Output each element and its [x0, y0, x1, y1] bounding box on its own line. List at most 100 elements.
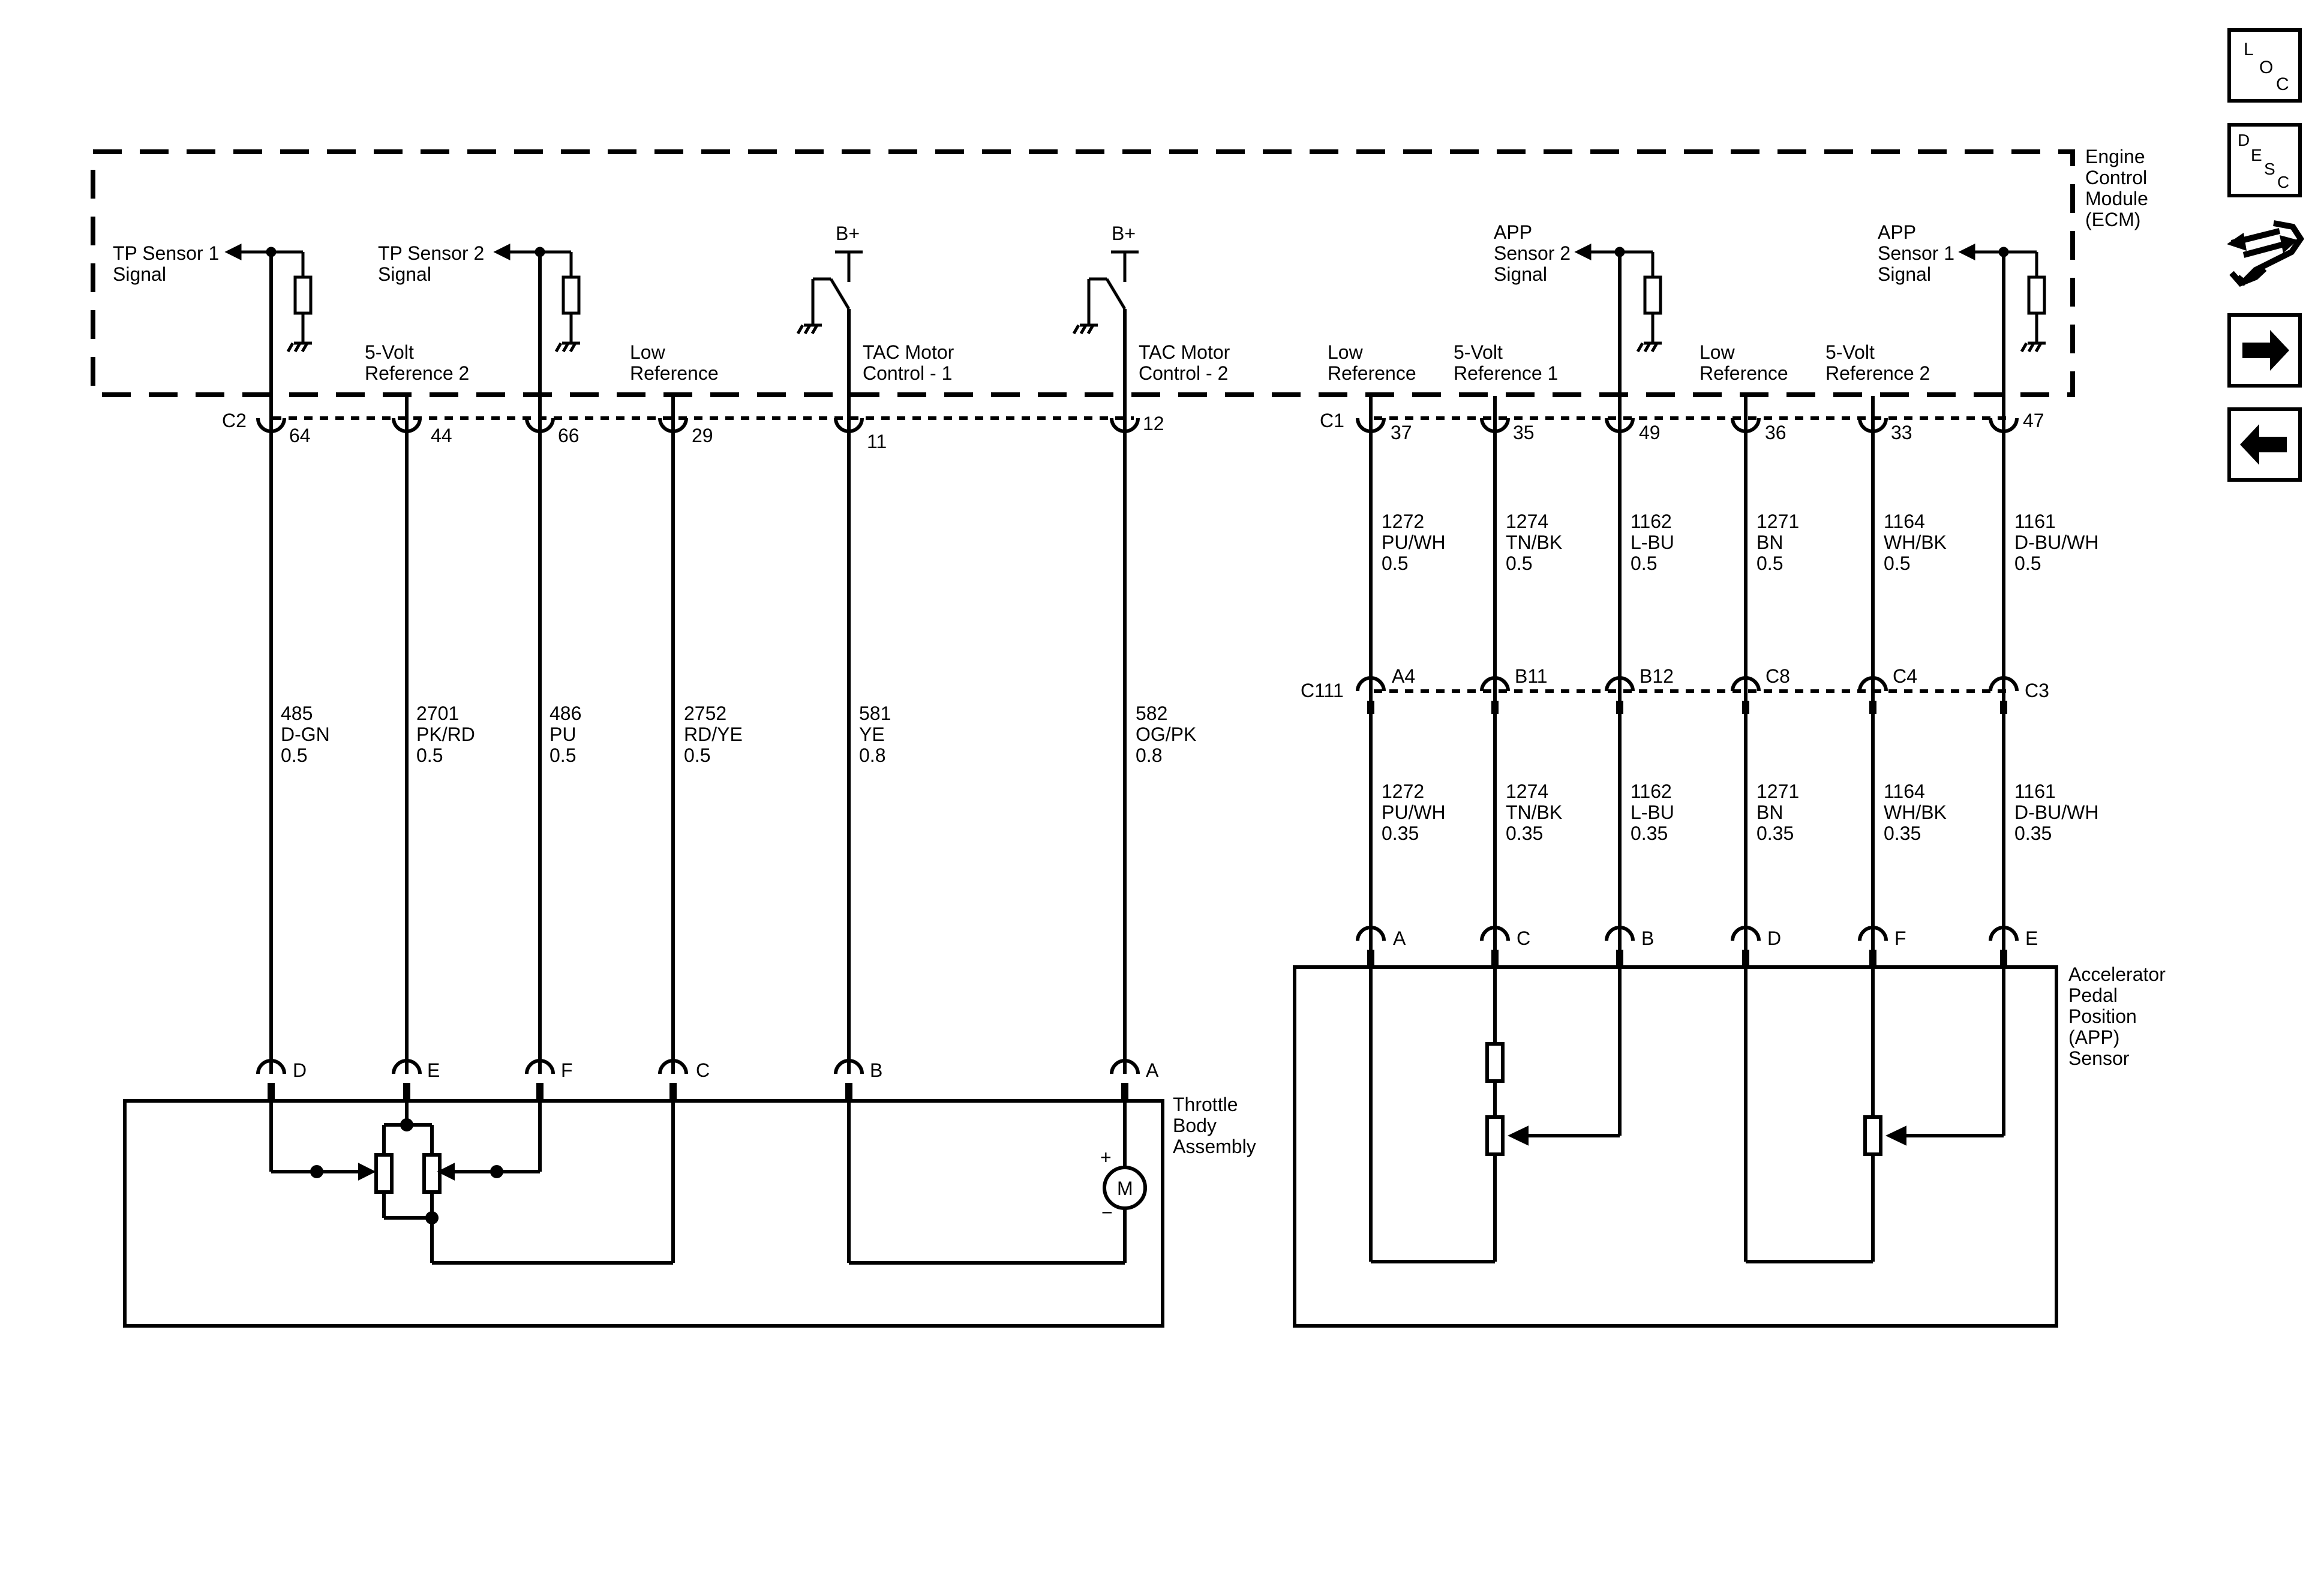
l1164-num: 1164: [1884, 781, 1925, 802]
c485-num: 485: [281, 703, 313, 724]
low-func-1: Low: [630, 341, 666, 363]
c2701-gauge: 0.5: [416, 745, 443, 766]
c582-gauge: 0.8: [1136, 745, 1162, 766]
app2-func-3: Signal: [1494, 263, 1547, 285]
loc-l: L: [2244, 40, 2254, 59]
ecm-internal-tac: [796, 250, 1139, 335]
app-pin-f: F: [1894, 927, 1906, 949]
left-circuit-labels: 485 D-GN 0.5 2701 PK/RD 0.5 486 PU 0.5 2…: [281, 703, 1196, 766]
bplus-label-1: B+: [836, 223, 860, 244]
c2752-num: 2752: [684, 703, 726, 724]
previous-button[interactable]: [2227, 407, 2302, 482]
tb-pin-c: C: [696, 1059, 710, 1081]
pin-35: 35: [1513, 422, 1535, 443]
bplus-label-2: B+: [1112, 223, 1136, 244]
right-func-labels: Low Reference 5-Volt Reference 1 APP Sen…: [1328, 221, 1954, 384]
motor-m-label: M: [1117, 1178, 1133, 1199]
right-wires: [1369, 252, 2005, 966]
tb-pin-a: A: [1146, 1059, 1159, 1081]
l1162-num: 1162: [1631, 781, 1672, 802]
app-label-4: (APP): [2068, 1026, 2119, 1048]
ecm-pin-numbers: 64 44 66 29 11 12 37 35 49 36 33 47: [289, 410, 2044, 452]
throttle-pin-symbols: [256, 1059, 1140, 1101]
desc-button[interactable]: D E S C: [2227, 123, 2302, 197]
tac1-func-1: TAC Motor: [863, 341, 954, 363]
u1274-color: TN/BK: [1506, 532, 1562, 553]
app1-func-3: Signal: [1878, 263, 1931, 285]
tac1-func-2: Control - 1: [863, 362, 952, 384]
tp1-func-2: Signal: [113, 263, 166, 285]
c581-color: YE: [859, 724, 885, 745]
l1164-color: WH/BK: [1884, 801, 1947, 823]
tac2-func-1: TAC Motor: [1139, 341, 1230, 363]
tb-pin-b: B: [870, 1059, 882, 1081]
ref1-func-2: Reference 1: [1454, 362, 1558, 384]
app-pin-b: B: [1641, 927, 1654, 949]
right-upper-circuit-labels: 1272 PU/WH 0.5 1274 TN/BK 0.5 1162 L-BU …: [1382, 511, 2098, 574]
c2701-color: PK/RD: [416, 724, 475, 745]
l1161-gauge: 0.35: [2014, 822, 2052, 844]
app-sensor-box: Accelerator Pedal Position (APP) Sensor: [1293, 963, 2166, 1328]
low2-func-1: Low: [1700, 341, 1736, 363]
ecm-label-4: (ECM): [2085, 209, 2140, 230]
app-label-5: Sensor: [2068, 1047, 2130, 1069]
connector-wrench-icon[interactable]: [2227, 220, 2305, 287]
ecm-box: Engine Control Module (ECM): [91, 146, 2148, 397]
app2-func-2: Sensor 2: [1494, 242, 1571, 264]
tb-pin-e: E: [427, 1059, 440, 1081]
ref2r-func-2: Reference 2: [1825, 362, 1930, 384]
u1272-color: PU/WH: [1382, 532, 1446, 553]
u1161-num: 1161: [2014, 511, 2056, 532]
c582-color: OG/PK: [1136, 724, 1196, 745]
tb-pin-d: D: [293, 1059, 307, 1081]
desc-d: D: [2238, 131, 2250, 149]
pin-64: 64: [289, 425, 311, 446]
app-label-1: Accelerator: [2068, 963, 2166, 985]
u1164-num: 1164: [1884, 511, 1925, 532]
pin-29: 29: [692, 425, 713, 446]
c486-color: PU: [550, 724, 576, 745]
loc-o: O: [2259, 58, 2273, 77]
pin-49: 49: [1639, 422, 1661, 443]
c581-gauge: 0.8: [859, 745, 885, 766]
u1272-gauge: 0.5: [1382, 553, 1408, 574]
throttle-internal-wiring: [269, 1101, 1147, 1265]
tac2-func-2: Control - 2: [1139, 362, 1228, 384]
pin-47: 47: [2023, 410, 2044, 431]
low1-func-1: Low: [1328, 341, 1364, 363]
l1272-num: 1272: [1382, 781, 1424, 802]
u1162-gauge: 0.5: [1631, 553, 1657, 574]
tp2-func-2: Signal: [378, 263, 431, 285]
app-pin-d: D: [1767, 927, 1781, 949]
c2701-num: 2701: [416, 703, 459, 724]
c581-num: 581: [859, 703, 891, 724]
tb-label-3: Assembly: [1173, 1136, 1256, 1157]
c111-b11: B11: [1515, 665, 1548, 687]
c111-label: C111: [1301, 680, 1344, 701]
tp1-func-1: TP Sensor 1: [113, 242, 219, 264]
u1274-num: 1274: [1506, 511, 1548, 532]
c111-c3: C3: [2025, 680, 2049, 701]
pin-36: 36: [1765, 422, 1786, 443]
loc-button[interactable]: L O C: [2227, 28, 2302, 103]
low1-func-2: Reference: [1328, 362, 1416, 384]
pin-12: 12: [1143, 413, 1164, 434]
tp2-func-1: TP Sensor 2: [378, 242, 484, 264]
c485-gauge: 0.5: [281, 745, 307, 766]
ref2r-func-1: 5-Volt: [1825, 341, 1875, 363]
ref2-func-1: 5-Volt: [365, 341, 414, 363]
l1162-color: L-BU: [1631, 801, 1674, 823]
c111-c8: C8: [1765, 665, 1790, 687]
u1271-gauge: 0.5: [1756, 553, 1783, 574]
pin-66: 66: [558, 425, 580, 446]
l1271-gauge: 0.35: [1756, 822, 1794, 844]
motor-plus: +: [1100, 1146, 1112, 1168]
desc-s: S: [2264, 160, 2275, 178]
desc-e: E: [2251, 146, 2262, 164]
next-button[interactable]: [2227, 313, 2302, 388]
tb-label-1: Throttle: [1173, 1094, 1238, 1115]
ecm-label-3: Module: [2085, 188, 2148, 209]
desc-c: C: [2277, 173, 2289, 191]
app-pin-labels: A C B D F E: [1393, 927, 2038, 949]
